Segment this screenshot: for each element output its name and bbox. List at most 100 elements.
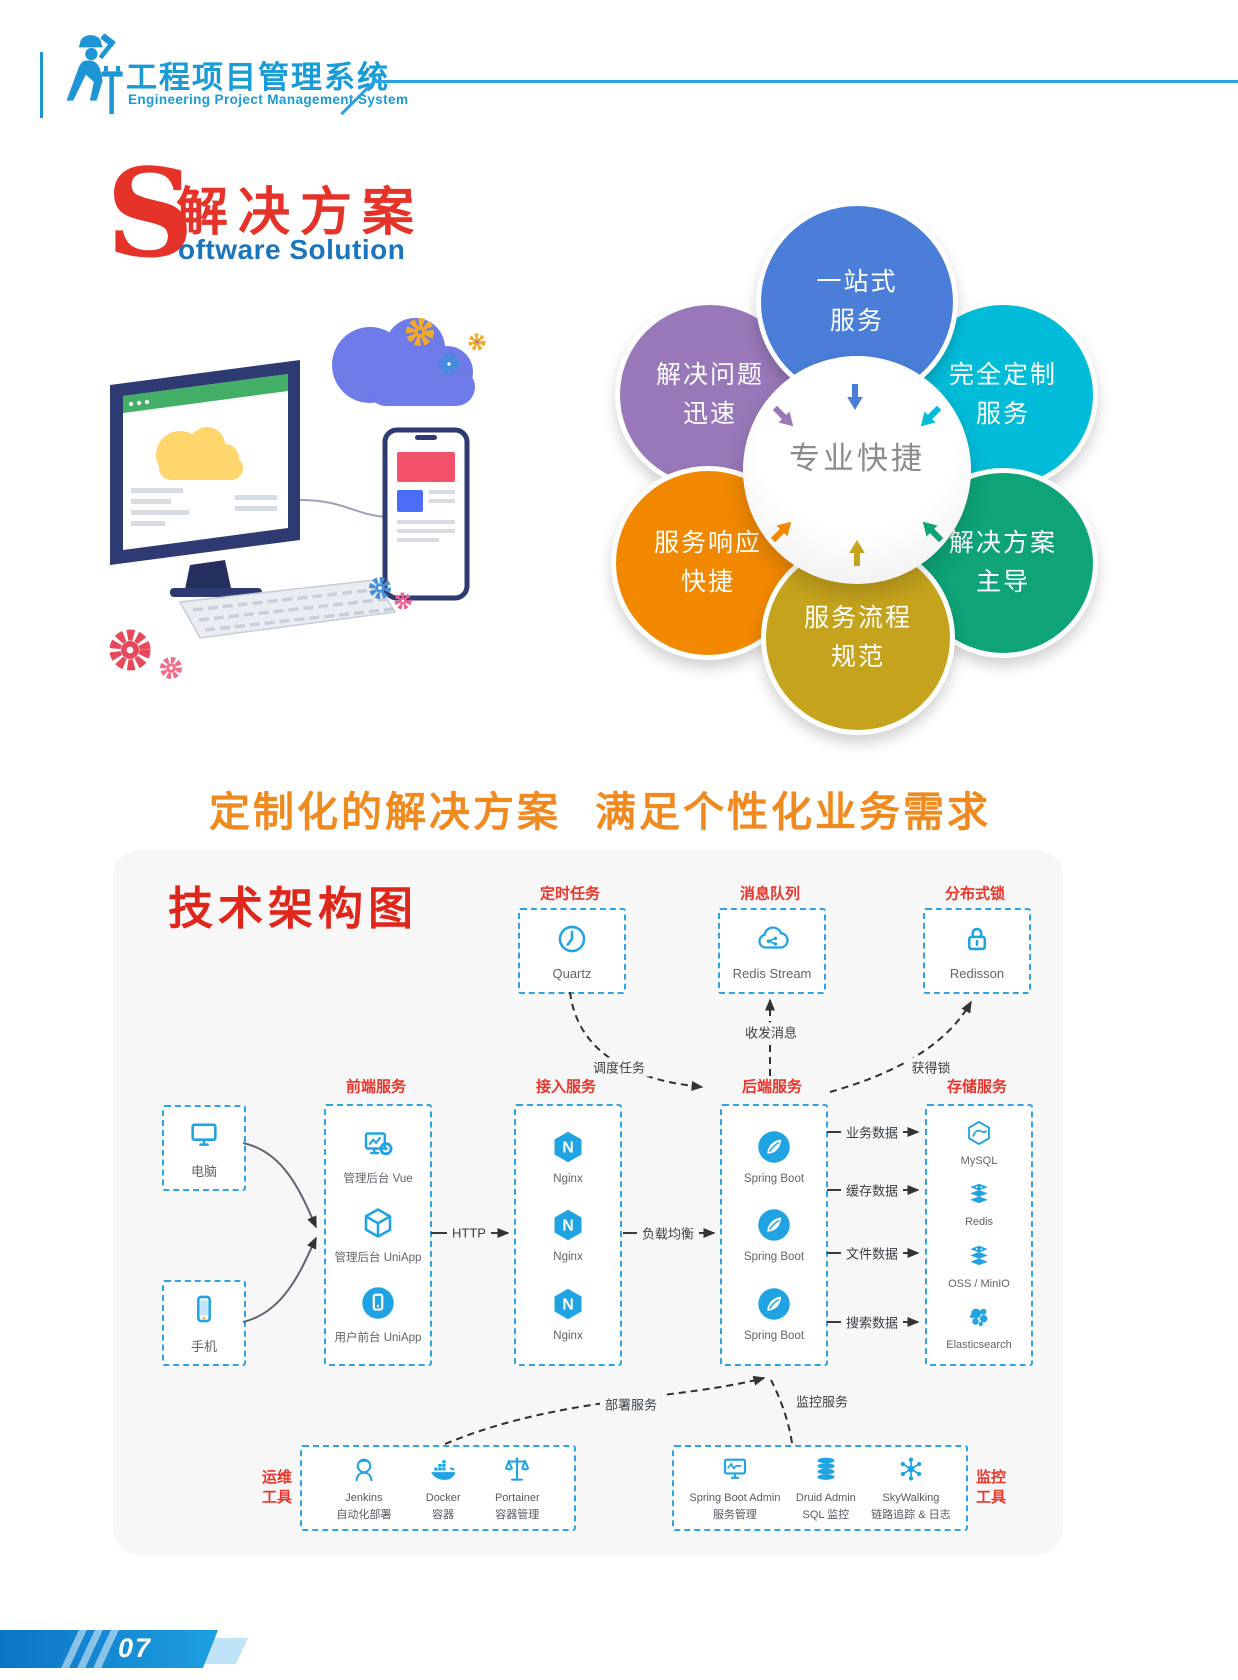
cloud-shape	[332, 318, 475, 406]
redis-stream-box: Redis Stream	[718, 908, 826, 994]
spring-boot-admin-item: Spring Boot Admin 服务管理	[689, 1454, 781, 1522]
spring-boot-item: Spring Boot	[744, 1129, 804, 1185]
pc-client-box: 电脑	[162, 1105, 246, 1191]
arrow-upleft-icon	[916, 515, 949, 548]
scales-icon	[502, 1454, 532, 1489]
ops-toolbox: Jenkins 自动化部署 Docker 容器 Portainer 容器管理	[300, 1445, 576, 1531]
quartz-box: Quartz	[518, 908, 626, 994]
footer-page-bar: 07	[0, 1630, 218, 1668]
admin-uniapp-item: 管理后台 UniApp	[335, 1205, 421, 1265]
label-message-queue: 消息队列	[739, 885, 801, 903]
gateway-column: N Nginx N Nginx N Nginx	[514, 1104, 622, 1366]
section-title-cn: 解决方案	[176, 184, 425, 242]
section-title-en: oftware Solution	[178, 234, 406, 265]
oss-minio-item: OSS / MinIO	[948, 1242, 1010, 1290]
edge-label-search: 搜索数据	[840, 1312, 904, 1332]
phone-illustration	[382, 427, 470, 601]
nginx-item: N Nginx	[550, 1286, 586, 1342]
arrow-down-icon	[845, 384, 865, 410]
frontend-column: 管理后台 Vue 管理后台 UniApp 用户前台 UniApp	[324, 1104, 432, 1366]
user-uniapp-item: 用户前台 UniApp	[335, 1285, 421, 1345]
label-backend: 后端服务	[741, 1078, 803, 1096]
gear-pink-tiny	[394, 592, 412, 610]
gear-orange	[406, 318, 434, 346]
redis-item: Redis	[965, 1180, 993, 1228]
header-rule	[372, 80, 1238, 83]
elasticsearch-icon	[965, 1303, 993, 1336]
jenkins-item: Jenkins 自动化部署	[336, 1454, 391, 1522]
edge-label-http: HTTP	[447, 1225, 491, 1241]
section-letter: S	[106, 141, 195, 285]
nginx-icon: N	[550, 1286, 586, 1327]
edge-label-lock: 获得锁	[906, 1057, 956, 1077]
redis-stack-icon	[965, 1180, 993, 1213]
lock-icon	[960, 922, 994, 961]
admin-monitor-icon	[720, 1454, 750, 1489]
druid-admin-item: Druid Admin SQL 监控	[796, 1454, 856, 1522]
portainer-item: Portainer 容器管理	[495, 1454, 540, 1522]
app-title: 工程项目管理系统	[126, 60, 390, 95]
network-trace-icon	[896, 1454, 926, 1489]
page-number: 07	[118, 1633, 153, 1663]
database-icon	[811, 1454, 841, 1489]
gear-orange-small	[468, 333, 486, 351]
service-petal-diagram: 解决问题 迅速 完全定制 服务 解决方案 主导 服务响应 快捷 一站式 服务 服…	[605, 195, 1105, 735]
nginx-item: N Nginx	[550, 1129, 586, 1185]
elasticsearch-item: Elasticsearch	[946, 1303, 1012, 1351]
edge-label-monitor: 监控服务	[790, 1391, 854, 1411]
edge-label-load-balance: 负载均衡	[636, 1223, 700, 1243]
edge-label-business: 业务数据	[840, 1122, 904, 1142]
monitoring-toolbox: Spring Boot Admin 服务管理 Druid Admin SQL 监…	[672, 1445, 968, 1531]
admin-console-icon	[360, 1126, 396, 1167]
app-subtitle: Engineering Project Management System	[128, 92, 409, 107]
software-illustration	[85, 290, 535, 690]
nginx-item: N Nginx	[550, 1207, 586, 1263]
edge-label-message: 收发消息	[739, 1022, 803, 1042]
arrow-upright-icon	[766, 515, 799, 548]
page-headline: 定制化的解决方案满足个性化业务需求	[209, 789, 991, 835]
monitor-icon	[187, 1117, 221, 1156]
label-ops-tools: 运维 工具	[261, 1469, 292, 1507]
nginx-icon: N	[550, 1207, 586, 1248]
flower-center-label: 专业快捷	[789, 441, 925, 476]
admin-vue-item: 管理后台 Vue	[343, 1126, 413, 1186]
header-accent-bar	[40, 52, 43, 118]
gear-red	[109, 629, 151, 671]
mobile-app-icon	[360, 1285, 396, 1326]
arrow-downright-icon	[768, 401, 801, 434]
arrow-up-icon	[847, 540, 867, 566]
arrow-downleft-icon	[914, 401, 947, 434]
monitor-illustration	[110, 360, 300, 597]
gear-blue-small	[369, 577, 391, 599]
nginx-icon: N	[550, 1129, 586, 1170]
spring-leaf-icon	[756, 1129, 792, 1170]
label-storage: 存储服务	[946, 1078, 1008, 1096]
redisson-box: Redisson	[923, 908, 1031, 994]
object-storage-icon	[965, 1242, 993, 1275]
backend-column: Spring Boot Spring Boot Spring Boot	[720, 1104, 828, 1366]
edge-label-file: 文件数据	[840, 1243, 904, 1263]
svg-text:N: N	[562, 1218, 573, 1235]
gear-pink-small	[160, 657, 182, 679]
label-monitoring-tools: 监控 工具	[975, 1469, 1006, 1507]
keyboard-illustration	[178, 579, 397, 639]
edge-label-deploy: 部署服务	[599, 1394, 663, 1414]
mysql-icon	[965, 1119, 993, 1152]
jenkins-icon	[349, 1454, 379, 1489]
connector-line	[299, 499, 386, 518]
edge-label-cache: 缓存数据	[840, 1180, 904, 1200]
clock-icon	[555, 922, 589, 961]
spring-boot-item: Spring Boot	[744, 1286, 804, 1342]
label-distributed-lock: 分布式锁	[944, 885, 1006, 903]
svg-text:N: N	[562, 1296, 573, 1313]
skywalking-item: SkyWalking 链路追踪 & 日志	[871, 1454, 951, 1522]
label-gateway: 接入服务	[535, 1078, 597, 1096]
architecture-title: 技术架构图	[168, 883, 419, 934]
svg-text:N: N	[562, 1139, 573, 1156]
spring-leaf-icon	[756, 1207, 792, 1248]
spring-leaf-icon	[756, 1286, 792, 1327]
worker-icon	[48, 33, 128, 122]
mysql-item: MySQL	[961, 1119, 997, 1167]
gear-blue	[438, 353, 460, 375]
cube-icon	[360, 1205, 396, 1246]
